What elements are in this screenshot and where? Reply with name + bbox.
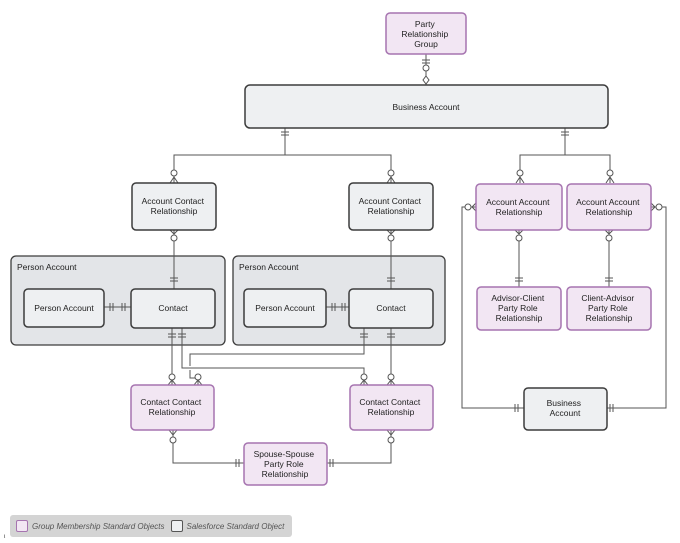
person-account-right-label: Person Account (255, 303, 315, 313)
entity-account-contact-relationship-right[interactable]: Account Contact Relationship (348, 182, 434, 231)
entity-business-account-top[interactable]: Business Account (244, 84, 609, 129)
svg-text:Account Account Relation: Account Account Relationship (576, 197, 642, 217)
entity-person-account-left[interactable]: Person Account (23, 288, 105, 328)
svg-text:Party Relationship: Party Relationship Group (401, 19, 450, 49)
entity-person-account-right[interactable]: Person Account (243, 288, 327, 328)
legend: Group Membership Standard Objects Salesf… (10, 515, 293, 537)
entity-contact-contact-relationship-right[interactable]: Contact Contact Relationship (349, 384, 434, 431)
entity-spouse-spouse-party-role-relationship[interactable]: Spouse-Spouse Party Role Relationship (243, 442, 328, 486)
svg-text:Business Account: Business Account (547, 398, 584, 418)
entity-account-account-relationship-left[interactable]: Account Account Relationship (475, 183, 563, 231)
svg-text:Account Contact Relation: Account Contact Relationship (359, 196, 424, 216)
entity-contact-left[interactable]: Contact (130, 288, 216, 329)
svg-text:Account Contact Relation: Account Contact Relationship (142, 196, 207, 216)
svg-text:Account Account Relation: Account Account Relationship (486, 197, 552, 217)
entity-client-advisor-party-role-relationship[interactable]: Client-Advisor Party Role Relationship (566, 286, 652, 331)
footer-mark: ι (4, 534, 6, 540)
person-account-container-right-label: Person Account (239, 262, 299, 272)
legend-group-label: Group Membership Standard Objects (32, 521, 165, 531)
entity-business-account-bottom[interactable]: Business Account (523, 387, 608, 431)
entity-account-contact-relationship-left[interactable]: Account Contact Relationship (131, 182, 217, 231)
entity-account-account-relationship-right[interactable]: Account Account Relationship (566, 183, 652, 231)
legend-group-swatch (16, 520, 28, 532)
business-account-top-label: Business Account (392, 102, 460, 112)
entity-contact-right[interactable]: Contact (348, 288, 434, 329)
legend-standard-swatch (170, 520, 183, 532)
svg-text:Advisor-Client Party Rol: Advisor-Client Party Role Relationship (491, 293, 546, 323)
entity-advisor-client-party-role-relationship[interactable]: Advisor-Client Party Role Relationship (476, 286, 562, 331)
legend-standard-label: Salesforce Standard Object (186, 521, 285, 531)
entity-contact-contact-relationship-left[interactable]: Contact Contact Relationship (130, 384, 215, 431)
svg-text:Client-Advisor Party Rol: Client-Advisor Party Role Relationship (581, 293, 636, 323)
person-account-left-label: Person Account (34, 303, 94, 313)
svg-text:Contact Contact Relation: Contact Contact Relationship (140, 397, 203, 417)
contact-right-label: Contact (376, 303, 406, 313)
cardinality-markers (109, 59, 663, 467)
contact-left-label: Contact (158, 303, 188, 313)
entity-party-relationship-group[interactable]: Party Relationship Group (385, 12, 467, 55)
person-account-container-left-label: Person Account (17, 262, 77, 272)
svg-text:Spouse-Spouse Party Role: Spouse-Spouse Party Role Relationship (254, 449, 317, 479)
svg-text:Contact Contact Relation: Contact Contact Relationship (359, 397, 422, 417)
